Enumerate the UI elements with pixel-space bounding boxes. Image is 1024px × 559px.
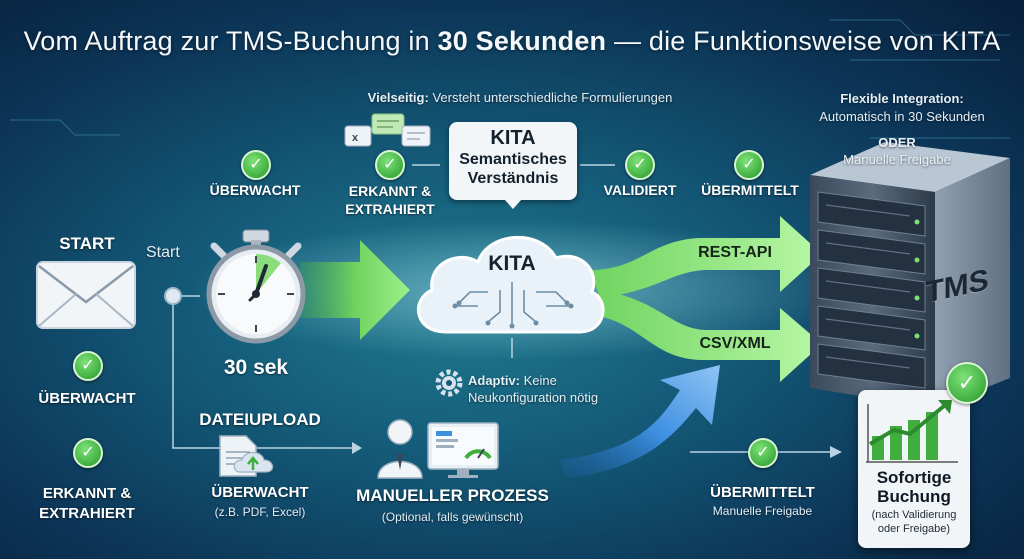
check-icon: ✓ [73, 438, 103, 468]
left-erkannt-line2: EXTRAHIERT [39, 505, 135, 522]
kita-bubble-tail [504, 199, 522, 209]
sofortige-line1: Sofortige [876, 468, 952, 487]
left-erkannt: ERKANNT & EXTRAHIERT [20, 484, 154, 524]
manual-process-hint: (Optional, falls gewünscht) [381, 510, 524, 524]
dashboard-monitor-icon [427, 422, 499, 478]
person-icon [377, 419, 423, 479]
left-ueberwacht: ÜBERWACHT [38, 390, 136, 407]
page-title: Vom Auftrag zur TMS-Buchung in 30 Sekund… [0, 26, 1024, 57]
check-icon: ✓ [946, 362, 988, 404]
adaptiv-text1: Keine [520, 373, 557, 388]
main-arrow [300, 240, 410, 340]
adaptiv-text2: Neukonfiguration nötig [468, 390, 599, 405]
bottom-uebermittelt: ÜBERMITTELT [710, 484, 815, 501]
kita-bubble-line1: Semantisches [459, 151, 567, 168]
adaptiv-note: Adaptiv: Keine Neukonfiguration nötig [468, 372, 628, 406]
dateiupload-heading: DATEIUPLOAD [199, 410, 321, 429]
start-heading: START [59, 234, 115, 253]
check-icon: ✓ [73, 351, 103, 381]
oder-note: ODER Manuelle Freigabe [822, 134, 972, 168]
fork-csv [590, 290, 822, 382]
stopwatch-icon [206, 229, 306, 344]
start-side-label: Start [146, 244, 180, 261]
flexible-text: Automatisch in 30 Sekunden [819, 109, 985, 124]
oder-text: Manuelle Freigabe [843, 152, 951, 167]
sofortige-hint1: (nach Validierung [871, 509, 957, 521]
title-prefix: Vom Auftrag zur TMS-Buchung in [23, 26, 438, 56]
vielseitig-note: Vielseitig: Versteht unterschiedliche Fo… [340, 90, 700, 105]
connector-arrowhead-right [830, 446, 842, 458]
connector-arrowhead [352, 442, 362, 454]
title-highlight: 30 Sekunden [437, 26, 607, 56]
manual-process-heading: MANUELLER PROZESS [356, 486, 549, 505]
sofortige-line2: Buchung [877, 487, 951, 506]
check-icon: ✓ [734, 150, 764, 180]
cloud-label: KITA [488, 252, 536, 275]
start-dot [164, 287, 182, 305]
top-erkannt-line1: ERKANNT & [348, 183, 432, 199]
bottom-uebermittelt-hint: Manuelle Freigabe [712, 504, 813, 518]
gear-icon [435, 369, 463, 397]
manual-arrow [560, 365, 720, 478]
left-erkannt-line1: ERKANNT & [42, 485, 132, 502]
flexible-label: Flexible Integration: [840, 91, 964, 106]
server-icon [810, 142, 1010, 408]
envelope-icon [36, 261, 136, 329]
cloud-icon [416, 235, 605, 334]
timer-label: 30 sek [223, 356, 289, 379]
connector-start-manual [172, 300, 360, 449]
dateiupload-hint: (z.B. PDF, Excel) [214, 505, 306, 519]
check-icon: ✓ [625, 150, 655, 180]
check-icon: ✓ [375, 150, 405, 180]
title-suffix: — die Funktionsweise von KITA [606, 26, 1001, 56]
chat-bubbles-icon: x [344, 113, 431, 147]
oder-label: ODER [878, 135, 916, 150]
growth-chart-icon [866, 400, 958, 463]
top-ueberwacht: ÜBERWACHT [209, 182, 301, 198]
top-erkannt-line2: EXTRAHIERT [345, 201, 435, 217]
document-upload-icon [219, 435, 274, 477]
check-icon: ✓ [748, 438, 778, 468]
kita-bubble-title: KITA [490, 127, 536, 149]
dateiupload-status: ÜBERWACHT [211, 484, 309, 501]
output-csv-xml: CSV/XML [699, 335, 771, 352]
top-erkannt: ERKANNT & EXTRAHIERT [330, 182, 450, 218]
kita-semantic-bubble: KITA Semantisches Verständnis [449, 122, 577, 200]
sofortige-hint2: oder Freigabe) [877, 523, 951, 535]
fork-rest [590, 216, 822, 298]
top-uebermittelt: ÜBERMITTELT [701, 182, 799, 198]
output-rest-api: REST-API [698, 244, 772, 261]
sofortige-buchung-panel: Sofortige Buchung (nach Validierung oder… [858, 390, 970, 548]
svg-text:x: x [352, 132, 359, 144]
kita-bubble-line2: Verständnis [467, 170, 559, 187]
adaptiv-label: Adaptiv: [468, 373, 520, 388]
top-validiert: VALIDIERT [603, 182, 677, 198]
vielseitig-label: Vielseitig: [367, 90, 429, 105]
vielseitig-text: Versteht unterschiedliche Formulierungen [428, 90, 673, 105]
flexible-integration-note: Flexible Integration: Automatisch in 30 … [790, 90, 1014, 126]
check-icon: ✓ [241, 150, 271, 180]
